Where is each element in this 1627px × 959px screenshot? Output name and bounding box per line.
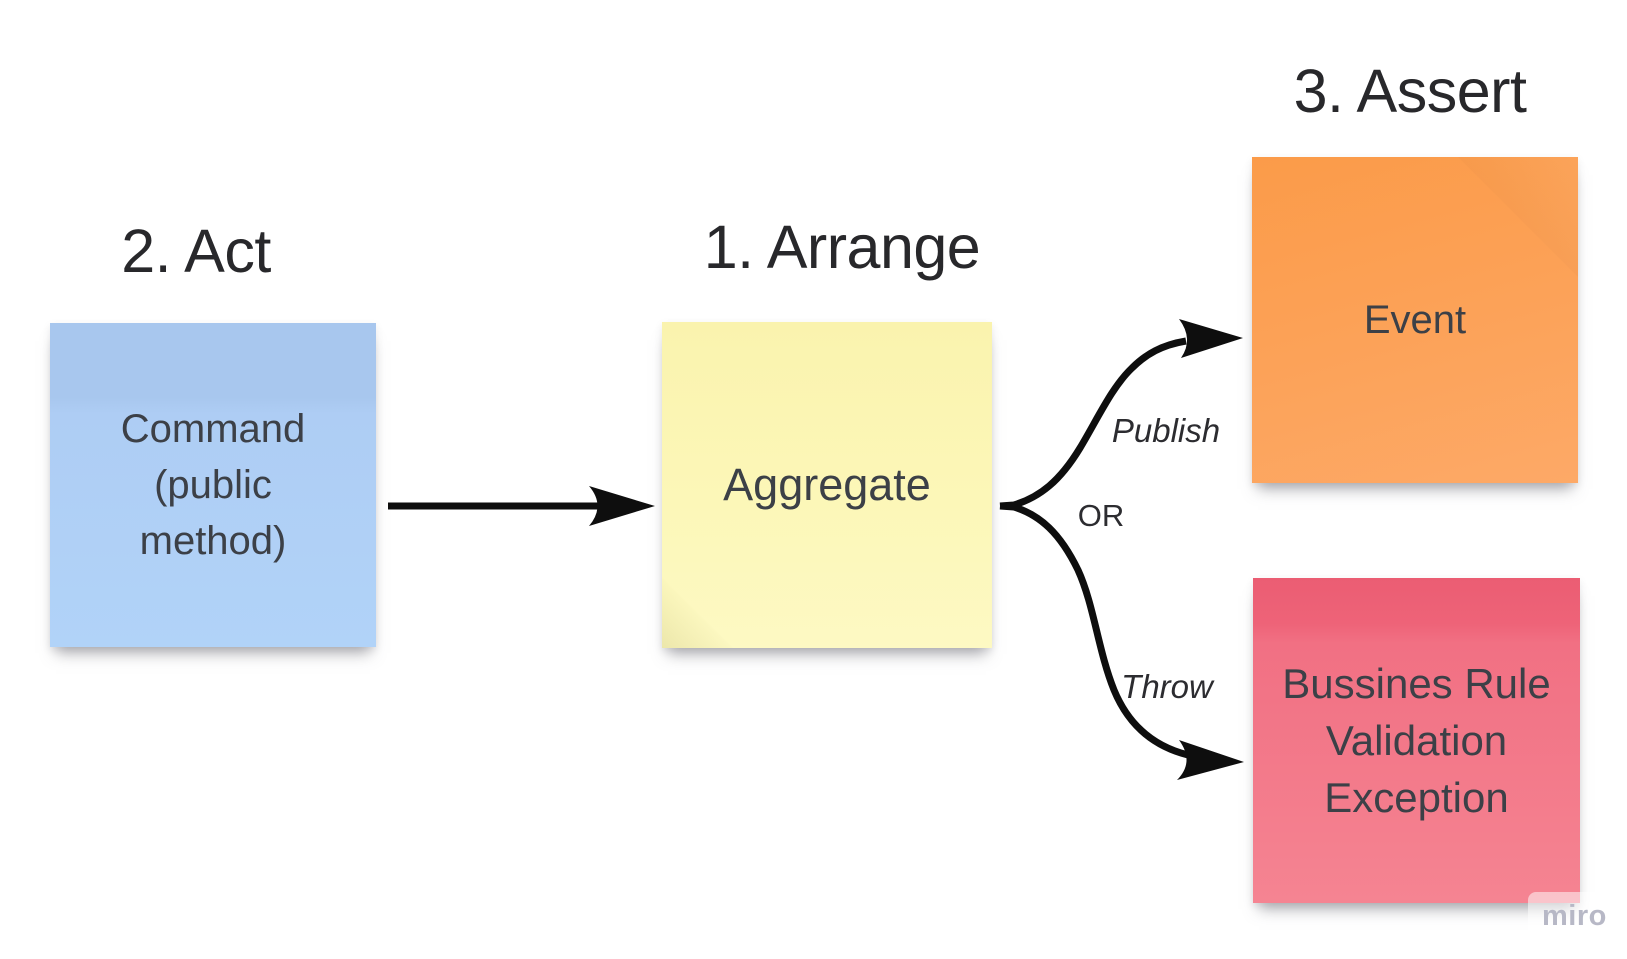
sticky-note-text: Event bbox=[1363, 298, 1467, 342]
miro-watermark: miro bbox=[1528, 892, 1627, 959]
arrowhead-right-icon bbox=[1179, 319, 1243, 358]
sticky-note-text: Aggregate bbox=[723, 459, 931, 510]
sticky-note-aggregate[interactable]: Aggregate bbox=[662, 322, 992, 648]
heading-arrange[interactable]: 1. Arrange bbox=[703, 213, 981, 281]
connector-command-to-aggregate[interactable] bbox=[388, 486, 655, 526]
connector-label-publish[interactable]: Publish bbox=[1111, 412, 1221, 449]
connector-label-or[interactable]: OR bbox=[1077, 498, 1125, 533]
arrowhead-right-icon bbox=[589, 486, 655, 526]
connector-throw-to-exception[interactable] bbox=[999, 502, 1244, 780]
heading-assert[interactable]: 3. Assert bbox=[1293, 57, 1527, 125]
connector-publish-to-event[interactable] bbox=[999, 319, 1243, 510]
heading-act[interactable]: 2. Act bbox=[121, 217, 271, 285]
miro-logo: miro bbox=[1542, 900, 1607, 932]
sticky-note-event[interactable]: Event bbox=[1252, 157, 1578, 483]
connector-label-throw[interactable]: Throw bbox=[1121, 668, 1213, 705]
arrowhead-right-icon bbox=[1177, 740, 1244, 780]
